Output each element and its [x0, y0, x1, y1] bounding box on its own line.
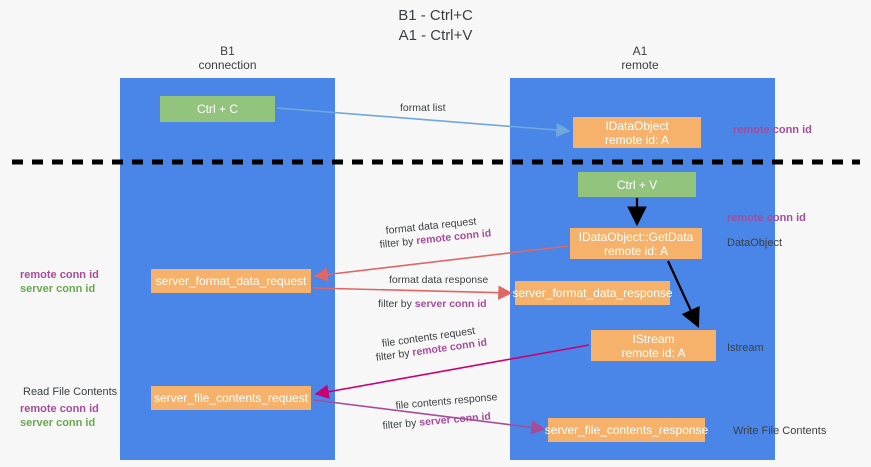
- box-istream-line1: IStream: [632, 331, 675, 346]
- note-left-server-conn-id-2: server conn id: [20, 417, 96, 429]
- label-format-data-response: format data response: [389, 274, 489, 286]
- column-header-b1: B1 connection: [150, 44, 305, 72]
- box-ctrl-c[interactable]: Ctrl + C: [160, 96, 275, 122]
- note-left-remote-conn-id-2: remote conn id: [20, 403, 99, 415]
- box-istream[interactable]: IStream remote id: A: [591, 330, 716, 361]
- column-header-a1-sub: remote: [621, 58, 659, 72]
- box-ctrl-c-label: Ctrl + C: [196, 102, 238, 116]
- box-istream-line2: remote id: A: [621, 345, 686, 360]
- label-fcresp-filter-prefix: filter by: [382, 416, 420, 432]
- note-right-remote-conn-id-top: remote conn id: [733, 124, 812, 136]
- label-format-list: format list: [400, 102, 446, 114]
- box-idataobject-line1: IDataObject: [605, 118, 669, 133]
- note-right-write-file-contents: Write File Contents: [733, 425, 827, 437]
- label-fdr-filter-prefix: filter by: [379, 235, 417, 251]
- label-fcresp-filter-key: server conn id: [418, 410, 492, 429]
- label-fcr-filter-prefix: filter by: [375, 346, 414, 364]
- box-server-file-contents-request-label: server_file_contents_request: [153, 391, 309, 405]
- column-header-b1-name: B1: [220, 44, 235, 58]
- note-right-remote-conn-id-mid: remote conn id: [727, 212, 806, 224]
- box-getdata-line1: IDataObject::GetData: [578, 229, 694, 244]
- title-line-1: B1 - Ctrl+C: [398, 7, 473, 24]
- note-left-read-file-contents: Read File Contents: [23, 386, 118, 398]
- box-idataobject-getdata[interactable]: IDataObject::GetData remote id: A: [570, 228, 702, 259]
- arrow-format-data-response: [312, 285, 513, 300]
- box-getdata-line2: remote id: A: [603, 243, 669, 258]
- box-server-file-contents-request[interactable]: server_file_contents_request: [151, 386, 311, 410]
- box-server-format-data-request-label: server_format_data_request: [155, 274, 307, 288]
- box-ctrl-v[interactable]: Ctrl + V: [578, 172, 696, 197]
- title-line-2: A1 - Ctrl+V: [398, 27, 473, 44]
- box-idataobject[interactable]: IDataObject remote id: A: [573, 117, 701, 148]
- note-left-server-conn-id: server conn id: [20, 283, 96, 295]
- box-server-format-data-response[interactable]: server_format_data_response: [512, 281, 673, 305]
- box-server-format-data-response-label: server_format_data_response: [512, 286, 673, 300]
- note-right-istream: Istream: [727, 342, 764, 354]
- label-format-data-response-filter: filter by server conn id: [378, 297, 487, 311]
- note-left-remote-conn-id: remote conn id: [20, 269, 99, 281]
- note-right-dataobject: DataObject: [727, 237, 783, 249]
- column-header-a1-name: A1: [632, 44, 648, 58]
- box-server-format-data-request[interactable]: server_format_data_request: [151, 269, 311, 293]
- box-idataobject-line2: remote id: A: [604, 132, 670, 147]
- box-server-file-contents-response-label: server_file_contents_response: [544, 423, 709, 437]
- page-title: B1 - Ctrl+C A1 - Ctrl+V: [0, 6, 871, 46]
- column-header-b1-sub: connection: [198, 58, 257, 72]
- label-file-contents-response-filter: filter by server conn id: [382, 410, 491, 433]
- column-header-a1: A1 remote: [560, 44, 720, 72]
- box-server-file-contents-response[interactable]: server_file_contents_response: [544, 418, 709, 442]
- label-fdresp-filter-prefix: filter by: [378, 298, 415, 310]
- label-fdresp-filter-key: server conn id: [414, 298, 487, 310]
- box-ctrl-v-label: Ctrl + V: [616, 177, 658, 192]
